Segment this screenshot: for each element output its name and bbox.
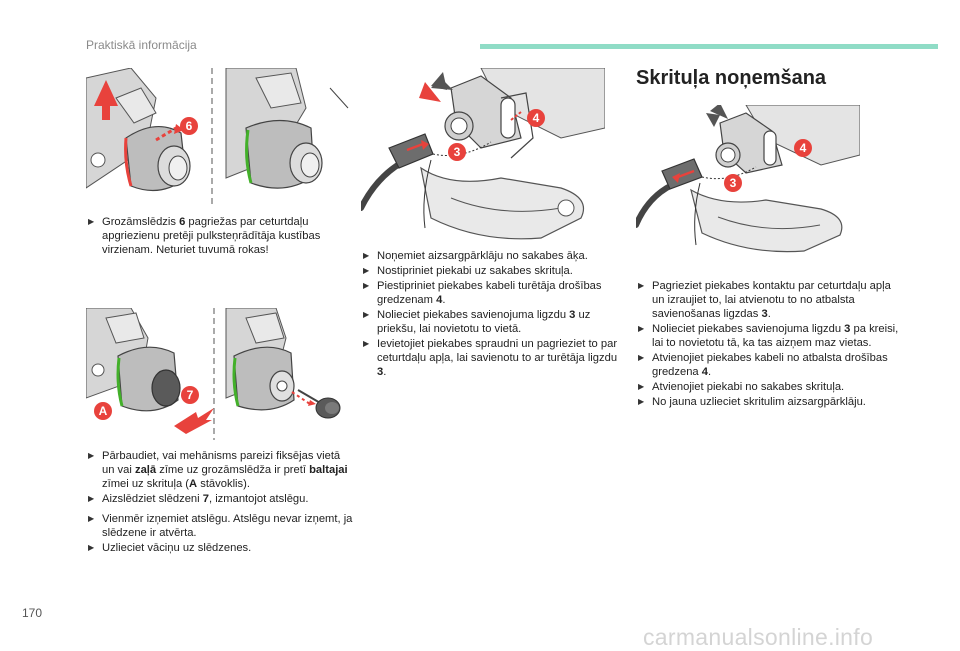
instruction-text: Noņemiet aizsargpārklāju no sakabes āķa. (377, 250, 588, 262)
svg-text:6: 6 (186, 119, 193, 133)
instruction-text: . (383, 366, 387, 378)
instruction-text: Ievietojiet piekabes spraudni un pagriez… (377, 338, 618, 364)
instruction-text: stāvoklis). (197, 478, 250, 490)
instruction-text: , izmantojot atslēgu. (208, 493, 309, 505)
cover-icon (431, 72, 447, 90)
instruction-item: Grozāmslēdzis 6 pagriežas par ceturtdaļu… (88, 215, 353, 257)
instruction-item: Nostipriniet piekabi uz sakabes skrituļa… (363, 264, 618, 278)
instruction-item: No jauna uzlieciet skritulim aizsargpārk… (638, 395, 900, 409)
instruction-text: pagriežas par ceturtdaļu apgriezienu pre… (102, 216, 321, 256)
section-title: Skrituļa noņemšana (636, 67, 827, 89)
illustration-lock-key: 7 A (86, 308, 352, 440)
header-accent-bar (480, 44, 938, 49)
instruction-text: Nostipriniet piekabi uz sakabes skrituļa… (377, 265, 573, 277)
instruction-item: Atvienojiet piekabi no sakabes skrituļa. (638, 380, 900, 394)
instruction-item: Piestipriniet piekabes kabeli turētāja d… (363, 279, 618, 307)
instruction-text: . (442, 294, 446, 306)
svg-text:4: 4 (800, 141, 807, 155)
instruction-text: 6 (179, 216, 186, 228)
instruction-item: Nolieciet piekabes savienojuma ligzdu 3 … (638, 322, 900, 350)
instruction-item: Ievietojiet piekabes spraudni un pagriez… (363, 337, 618, 379)
instruction-text: 3 (377, 366, 384, 378)
instruction-item: Vienmēr izņemiet atslēgu. Atslēgu nevar … (88, 512, 353, 540)
watermark: carmanualsonline.info (643, 624, 874, 650)
instruction-text: Pārbaudiet, vai mehānisms pareizi fiksēj… (102, 450, 341, 476)
svg-text:3: 3 (730, 176, 737, 190)
instruction-text: . (708, 366, 712, 378)
page-number: 170 (22, 606, 43, 620)
callout-badge-3: 3 (448, 143, 466, 161)
callout-badge-6: 6 (180, 117, 198, 135)
instruction-text: 3 (569, 309, 576, 321)
callout-badge-3: 3 (724, 174, 742, 192)
instruction-text: 4 (701, 366, 708, 378)
instruction-text: Vienmēr izņemiet atslēgu. Atslēgu nevar … (102, 513, 353, 539)
instruction-text: Grozāmslēdzis (102, 216, 180, 228)
svg-text:3: 3 (454, 145, 461, 159)
knob-panel-right (225, 68, 349, 189)
arrow-right-icon (174, 408, 214, 434)
instruction-text: Aizslēdziet slēdzeni (102, 493, 203, 505)
instruction-item: Pagrieziet piekabes kontaktu par ceturtd… (638, 279, 900, 321)
instruction-text: No jauna uzlieciet skritulim aizsargpārk… (652, 396, 866, 408)
lock-panel-right (225, 308, 341, 419)
instruction-text: Atvienojiet piekabes kabeli no atbalsta … (652, 352, 888, 378)
instruction-item: Noņemiet aizsargpārklāju no sakabes āķa. (363, 249, 618, 263)
instruction-text: 3 (844, 323, 851, 335)
callout-badge-4: 4 (794, 139, 812, 157)
instruction-text: Atvienojiet piekabi no sakabes skrituļa. (652, 381, 845, 393)
instructions-detach: Pagrieziet piekabes kontaktu par ceturtd… (638, 279, 900, 410)
illustration-connector-detach: 4 3 (636, 105, 860, 255)
callout-badge-4: 4 (527, 109, 545, 127)
instruction-text: Uzlieciet vāciņu uz slēdzenes. (102, 542, 252, 554)
instruction-text: A (189, 478, 198, 490)
instruction-text: 4 (436, 294, 443, 306)
instruction-text: Piestipriniet piekabes kabeli turētāja d… (377, 280, 602, 306)
instruction-text: zīme uz grozāmslēdža ir pretī (156, 464, 310, 476)
instruction-item: Nolieciet piekabes savienojuma ligzdu 3 … (363, 308, 618, 336)
plug-icon (661, 158, 703, 190)
arrow-up-icon (94, 80, 118, 120)
svg-text:A: A (99, 404, 108, 418)
lock-panel-left (86, 308, 214, 434)
instructions-lock: Pārbaudiet, vai mehānisms pareizi fiksēj… (88, 449, 353, 556)
knob-panel-left (86, 68, 204, 206)
section-header: Praktiskā informācija (86, 38, 197, 52)
illustration-connector-attach: 4 3 (361, 68, 605, 244)
svg-text:4: 4 (533, 111, 540, 125)
callout-badge-a: A (94, 402, 112, 420)
instruction-text: 3 (761, 308, 768, 320)
instruction-text: pa kreisi, lai to novietotu tā, ka tas a… (652, 323, 899, 349)
cover-icon (710, 105, 728, 119)
instruction-text: Pagrieziet piekabes kontaktu par ceturtd… (652, 280, 891, 320)
instruction-item: Aizslēdziet slēdzeni 7, izmantojot atslē… (88, 492, 353, 506)
arrow-up-left-icon (419, 82, 441, 102)
svg-text:7: 7 (187, 388, 194, 402)
instruction-text: uz priekšu, lai novietotu to vietā. (377, 309, 591, 335)
instructions-attach: Noņemiet aizsargpārklāju no sakabes āķa.… (363, 249, 618, 380)
instruction-text: . (767, 308, 771, 320)
instruction-text: Nolieciet piekabes savienojuma ligzdu (652, 323, 845, 335)
instruction-text: 7 (202, 493, 209, 505)
instruction-item: Pārbaudiet, vai mehānisms pareizi fiksēj… (88, 449, 353, 491)
instructions-knob: Grozāmslēdzis 6 pagriežas par ceturtdaļu… (88, 215, 353, 258)
callout-badge-7: 7 (181, 386, 199, 404)
instruction-text: Nolieciet piekabes savienojuma ligzdu (377, 309, 570, 321)
instruction-text: zaļā (134, 464, 157, 476)
illustration-knob-rotation: 6 (86, 68, 352, 206)
instruction-item: Uzlieciet vāciņu uz slēdzenes. (88, 541, 353, 555)
instruction-item: Atvienojiet piekabes kabeli no atbalsta … (638, 351, 900, 379)
instruction-text: baltajai (309, 464, 348, 476)
instruction-text: zīmei uz skrituļa ( (102, 478, 190, 490)
